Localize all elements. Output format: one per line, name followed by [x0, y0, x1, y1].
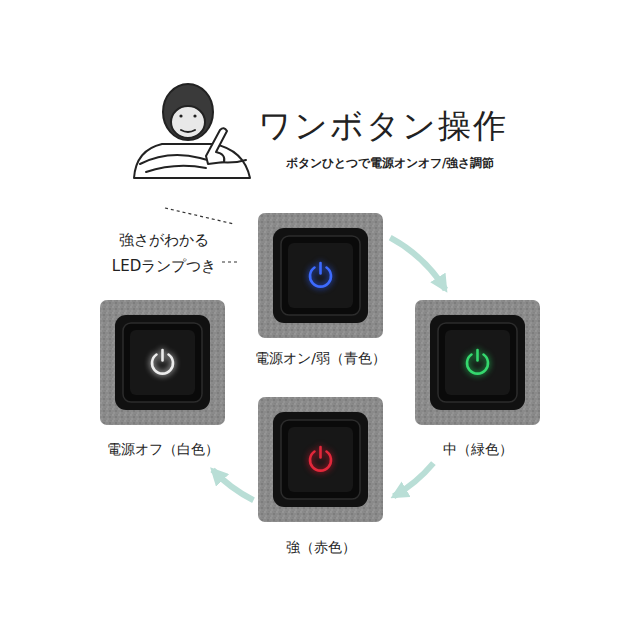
led-button: 中（緑色） [415, 300, 540, 425]
led-button: 強（赤色） [258, 397, 383, 522]
mascot-coat [134, 144, 250, 178]
subtitle: ボタンひとつで電源オンオフ/強さ調節 [286, 156, 494, 171]
button-bevel [281, 420, 360, 499]
power-line [476, 350, 479, 361]
power-line [319, 447, 322, 458]
power-icon [152, 350, 173, 374]
mascot-head [163, 84, 213, 140]
dashed-leader [165, 208, 234, 224]
mascot-mouth [181, 130, 195, 132]
button-face [445, 330, 510, 395]
button-bevel [123, 323, 202, 402]
button-label: 電源オン/弱（青色） [255, 350, 386, 368]
mascot-eye [179, 114, 182, 117]
power-line [319, 263, 322, 274]
cycle-arrow [213, 470, 254, 500]
title: ワンボタン操作 [258, 104, 508, 149]
felt-base [100, 300, 225, 425]
button-graphic [100, 300, 225, 425]
button-label: 中（緑色） [443, 441, 513, 459]
power-line [161, 350, 164, 361]
power-icon [467, 350, 488, 374]
button-label: 電源オフ（白色） [107, 441, 219, 459]
button-frame [273, 412, 368, 507]
power-icon [310, 447, 331, 471]
mascot-eye [193, 114, 196, 117]
button-frame [115, 315, 210, 410]
mascot-hand [206, 128, 227, 164]
dashed-leader [222, 261, 240, 262]
mascot [134, 84, 250, 178]
felt-base [258, 397, 383, 522]
mascot-face [171, 106, 205, 138]
button-frame [273, 228, 368, 323]
cycle-arrow [390, 238, 445, 290]
button-face [288, 427, 353, 492]
mascot-arm-lower [146, 166, 206, 172]
button-graphic [258, 213, 383, 338]
button-face [288, 243, 353, 308]
button-graphic [415, 300, 540, 425]
mascot-arms [140, 155, 246, 164]
led-button: 電源オフ（白色） [100, 300, 225, 425]
callout-text: 強さがわかる LEDランプつき [108, 228, 220, 279]
felt-base [258, 213, 383, 338]
led-button: 電源オン/弱（青色） [258, 213, 383, 338]
power-icon [310, 263, 331, 287]
button-bevel [438, 323, 517, 402]
button-label: 強（赤色） [286, 539, 356, 557]
cycle-arrow [394, 463, 434, 496]
button-graphic [258, 397, 383, 522]
felt-base [415, 300, 540, 425]
button-frame [430, 315, 525, 410]
button-face [130, 330, 195, 395]
button-bevel [281, 236, 360, 315]
